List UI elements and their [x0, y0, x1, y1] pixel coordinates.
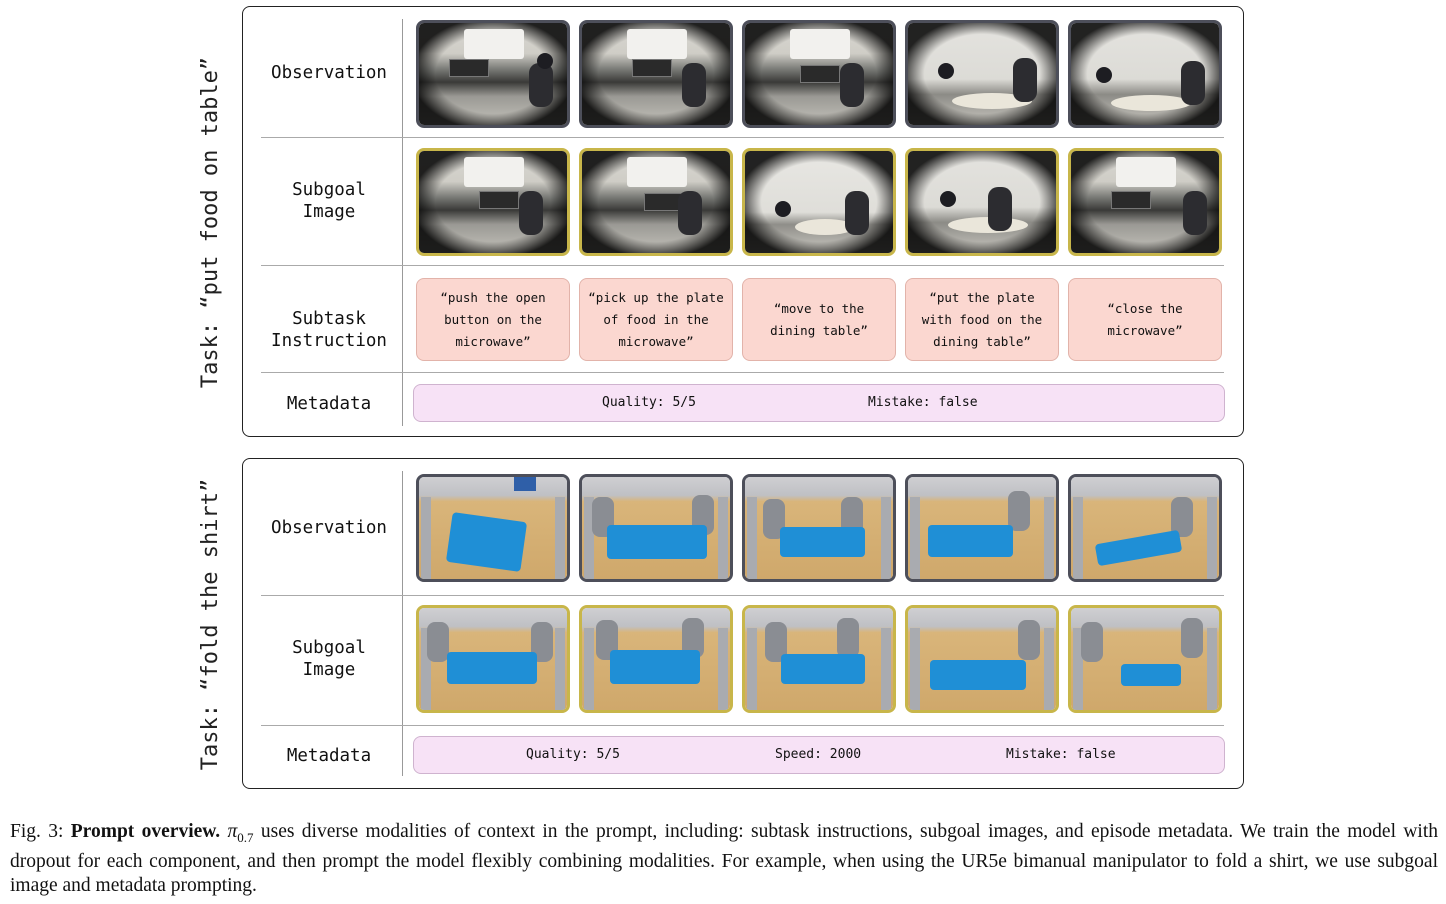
- row-label-metadata: Metadata: [286, 746, 372, 766]
- subgoal-image: [416, 605, 570, 713]
- row-divider: [261, 725, 1224, 726]
- caption-text: uses diverse modalities of context in th…: [10, 821, 1438, 896]
- metadata-quality: Quality: 5/5: [602, 395, 696, 410]
- row-divider: [261, 265, 1224, 266]
- row-label-observation: Observation: [271, 63, 387, 83]
- row-divider: [261, 137, 1224, 138]
- subgoal-image: [905, 148, 1059, 256]
- column-divider: [402, 19, 403, 426]
- observation-image: [416, 474, 570, 582]
- column-divider: [402, 471, 403, 776]
- metadata-quality: Quality: 5/5: [526, 747, 620, 762]
- subtask-instruction: “move to the dining table”: [742, 278, 896, 361]
- subgoal-image: [1068, 148, 1222, 256]
- subtask-instruction: “close the microwave”: [1068, 278, 1222, 361]
- subgoal-image: [742, 148, 896, 256]
- figure-caption: Fig. 3: Prompt overview. π0.7 uses diver…: [10, 820, 1438, 898]
- row-label-observation: Observation: [271, 518, 387, 538]
- row-divider: [261, 372, 1224, 373]
- task-label: Task: “fold the shirt”: [198, 478, 224, 771]
- row-label-subgoal: Subgoal Image: [292, 180, 366, 222]
- subgoal-image: [1068, 605, 1222, 713]
- subgoal-image: [905, 605, 1059, 713]
- row-label-subtask: Subtask Instruction: [271, 309, 387, 351]
- caption-pi: π: [227, 821, 238, 842]
- row-label-subgoal: Subgoal Image: [292, 638, 366, 680]
- observation-image: [742, 20, 896, 128]
- subgoal-image: [579, 148, 733, 256]
- panel-fold-the-shirt: Task: “fold the shirt” Observation Subgo…: [199, 458, 1244, 789]
- observation-image: [905, 474, 1059, 582]
- observation-image: [416, 20, 570, 128]
- metadata-box: Quality: 5/5 Speed: 2000 Mistake: false: [413, 736, 1225, 774]
- task-label: Task: “put food on table”: [198, 56, 224, 389]
- observation-image: [1068, 20, 1222, 128]
- caption-title: Prompt overview.: [70, 821, 221, 842]
- row-label-metadata: Metadata: [286, 394, 372, 414]
- metadata-mistake: Mistake: false: [1006, 747, 1116, 762]
- observation-image: [742, 474, 896, 582]
- caption-pi-subscript: 0.7: [237, 829, 254, 845]
- observation-image: [579, 20, 733, 128]
- metadata-box: Quality: 5/5 Mistake: false: [413, 384, 1225, 422]
- row-divider: [261, 595, 1224, 596]
- observation-image: [905, 20, 1059, 128]
- caption-figno: Fig. 3:: [10, 821, 71, 842]
- subgoal-image: [742, 605, 896, 713]
- metadata-mistake: Mistake: false: [868, 395, 978, 410]
- subtask-instruction: “push the open button on the microwave”: [416, 278, 570, 361]
- metadata-speed: Speed: 2000: [775, 747, 862, 762]
- observation-image: [579, 474, 733, 582]
- panel-put-food-on-table: Task: “put food on table” Observation Su…: [199, 6, 1244, 437]
- subtask-instruction: “put the plate with food on the dining t…: [905, 278, 1059, 361]
- observation-image: [1068, 474, 1222, 582]
- subgoal-image: [416, 148, 570, 256]
- subtask-instruction: “pick up the plate of food in the microw…: [579, 278, 733, 361]
- subgoal-image: [579, 605, 733, 713]
